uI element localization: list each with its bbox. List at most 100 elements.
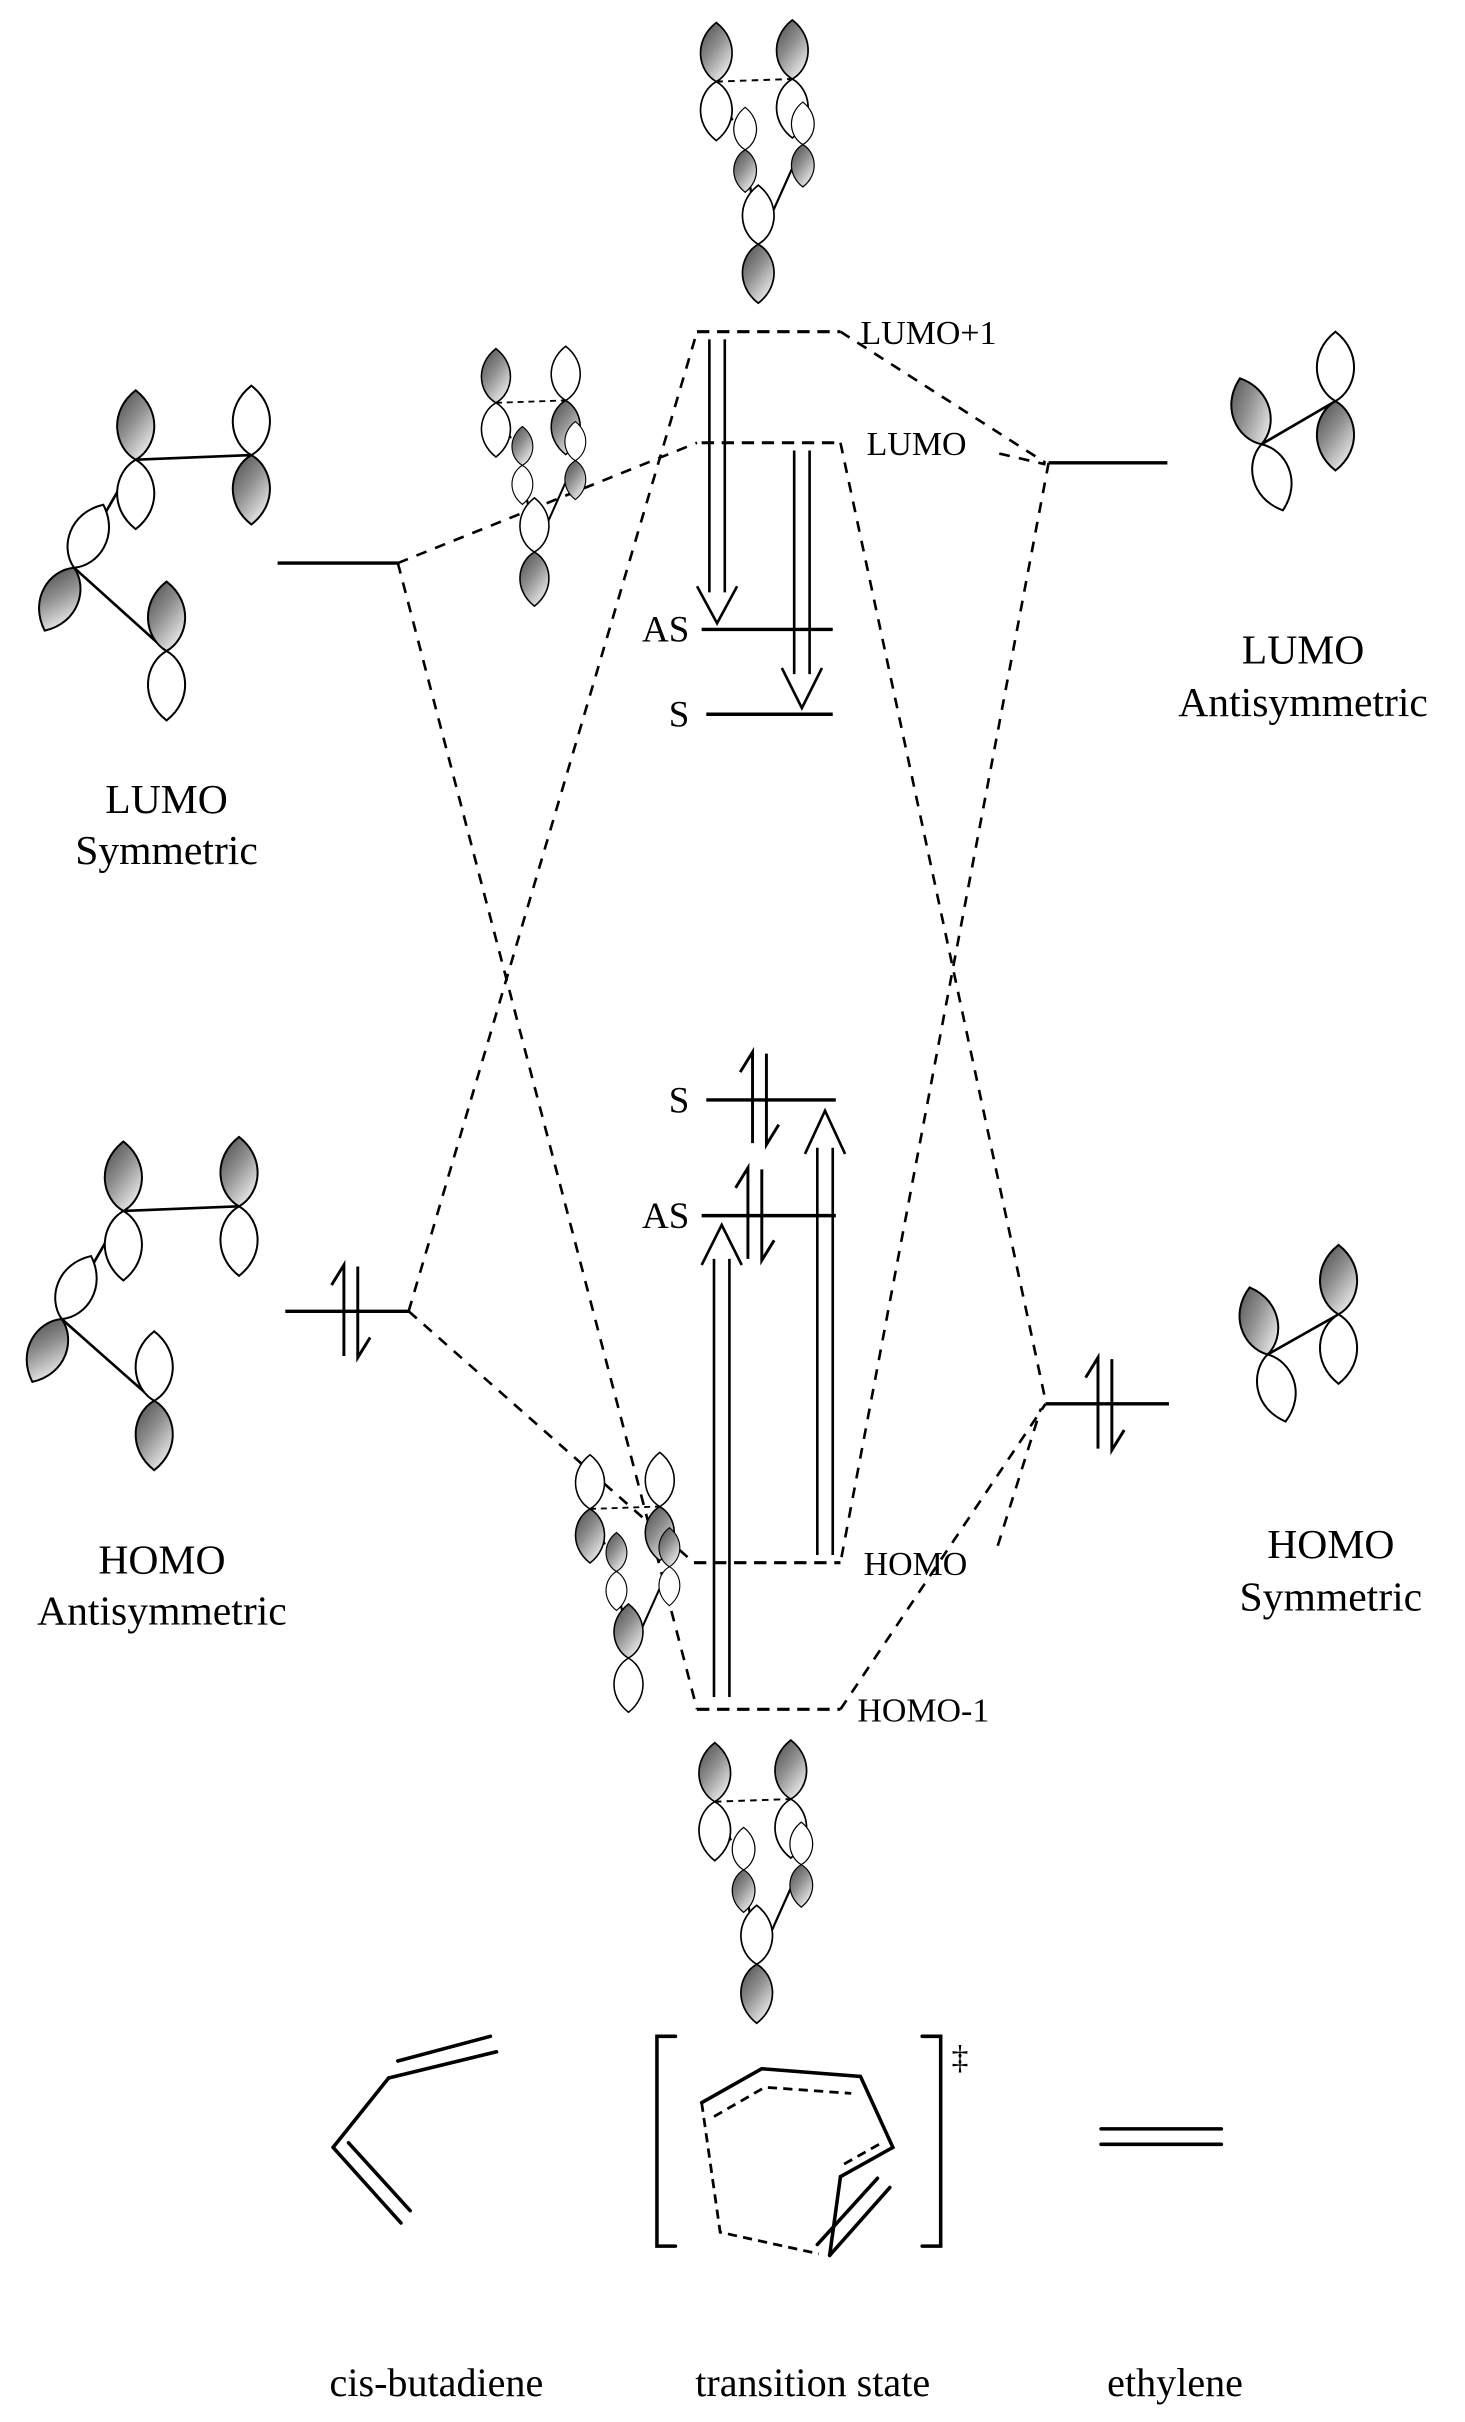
- double-bond: [386, 2049, 499, 2080]
- electron-pairs: [330, 1046, 1126, 1456]
- electron-pair-butadiene-homo: [330, 1259, 372, 1363]
- forming-bond: [589, 1505, 660, 1510]
- ts-orbital-cluster-lower: [574, 1451, 681, 1714]
- sigma-bond: [123, 1205, 240, 1213]
- p-orbital: [1221, 371, 1302, 518]
- sigma-bond: [60, 1318, 156, 1402]
- correlation-line: [839, 442, 1047, 1402]
- p-orbital: [658, 1527, 681, 1607]
- butadiene-lumo-label-line2: Symmetric: [75, 828, 258, 874]
- ts-homo-label: HOMO: [864, 1546, 968, 1583]
- s-lower-label: S: [669, 1080, 690, 1121]
- correlation-line: [407, 331, 699, 1312]
- cis-butadiene-label: cis-butadiene: [330, 2360, 544, 2405]
- p-orbital: [146, 580, 187, 722]
- butadiene-lumo-orbitals: [26, 384, 271, 722]
- butadiene-lumo-label-line1: LUMO: [105, 777, 228, 823]
- p-orbital: [1318, 1243, 1359, 1385]
- ethylene-homo-orbitals: [1230, 1243, 1359, 1428]
- bracket-left-icon: [655, 2034, 678, 2248]
- forming-bond: [495, 399, 566, 404]
- ts-lumo-plus-1-label: LUMO+1: [860, 315, 996, 352]
- as-upper-label: AS: [642, 610, 689, 651]
- electron-pair-s-lower: [738, 1046, 781, 1150]
- sigma-bond: [1266, 1313, 1340, 1356]
- p-orbital: [26, 495, 122, 640]
- ts-homo-minus-1-label: HOMO-1: [857, 1693, 989, 1730]
- ethylene-lumo-label-line1: LUMO: [1242, 627, 1365, 673]
- ethylene-structure: [1099, 2127, 1224, 2147]
- ts-ring-dashed: [713, 2085, 852, 2118]
- cis-butadiene-structure: [331, 2034, 499, 2225]
- p-orbital: [564, 421, 587, 501]
- p-orbital: [134, 1330, 174, 1472]
- forming-bond: [714, 1798, 791, 1803]
- up-arrow-homo1-to-as: [700, 1221, 743, 1697]
- ts-ring-solid: [699, 2066, 896, 2179]
- transition-state-structure: ‡: [655, 2034, 968, 2258]
- ethylene-label: ethylene: [1107, 2360, 1243, 2405]
- ethylene-homo-label-line1: HOMO: [1267, 1522, 1394, 1568]
- ts-ring-dashed: [842, 2143, 880, 2166]
- double-bond: [815, 2176, 880, 2247]
- p-orbital: [789, 1821, 814, 1908]
- down-arrow-lumo1-to-as: [695, 339, 739, 626]
- p-orbital: [698, 1741, 732, 1862]
- single-bond: [331, 2076, 391, 2150]
- p-orbital: [1230, 1281, 1305, 1428]
- p-orbital: [14, 1247, 109, 1391]
- p-orbital: [731, 1826, 756, 1913]
- double-bond: [396, 2034, 493, 2063]
- ts-forming-bond-dashed: [700, 2102, 820, 2256]
- as-lower-label: AS: [642, 1196, 689, 1237]
- p-orbital: [605, 1531, 628, 1612]
- transition-state-label: transition state: [695, 2360, 930, 2405]
- butadiene-homo-label-line2: Antisymmetric: [37, 1588, 287, 1634]
- p-orbital: [790, 101, 815, 188]
- p-orbital: [699, 21, 733, 142]
- p-orbital: [733, 106, 758, 193]
- correlation-arrows: [695, 339, 847, 1697]
- down-arrow-lumo-to-s: [780, 450, 824, 712]
- p-orbital: [740, 1904, 774, 2025]
- forming-bond: [716, 78, 793, 83]
- correlation-line: [839, 462, 1050, 1563]
- energy-levels: [277, 330, 1169, 1711]
- correlation-line: [407, 1310, 695, 1564]
- correlation-line: [839, 330, 1047, 464]
- sigma-bond: [135, 453, 252, 462]
- ts-lumo-label: LUMO: [867, 426, 967, 463]
- single-bond: [827, 2174, 843, 2258]
- correlation-lines: [396, 330, 1050, 1711]
- ethylene-homo-label-line2: Symmetric: [1240, 1575, 1423, 1621]
- double-dagger-symbol: ‡: [951, 2040, 968, 2077]
- electron-pair-ethylene-homo: [1084, 1352, 1126, 1456]
- p-orbital: [741, 184, 775, 305]
- correlation-line: [839, 1403, 1047, 1711]
- up-arrow-homo-to-s: [803, 1107, 847, 1556]
- butadiene-homo-label-line1: HOMO: [98, 1538, 225, 1584]
- correlation-line: [998, 452, 1046, 466]
- ts-orbital-cluster-top: [699, 19, 815, 305]
- double-bond: [346, 2141, 412, 2213]
- p-orbital: [511, 425, 534, 505]
- double-bond: [331, 2145, 403, 2225]
- p-orbital: [613, 1603, 644, 1714]
- p-orbital: [574, 1453, 606, 1564]
- bracket-right-icon: [920, 2034, 943, 2248]
- sigma-bond: [73, 566, 168, 652]
- ts-orbital-cluster-upper: [480, 345, 587, 607]
- p-orbital: [519, 497, 550, 607]
- p-orbital: [1315, 330, 1356, 472]
- sigma-bond: [1260, 399, 1337, 446]
- double-bond: [827, 2185, 892, 2258]
- correlation-line: [396, 562, 699, 1710]
- electron-pair-as-lower: [734, 1162, 776, 1266]
- butadiene-homo-orbitals: [14, 1135, 259, 1472]
- ts-orbital-cluster-bottom: [698, 1739, 814, 2025]
- correlation-line: [996, 1408, 1043, 1547]
- correlation-line: [397, 441, 698, 565]
- ethylene-lumo-label-line2: Antisymmetric: [1178, 680, 1428, 726]
- ethylene-lumo-orbitals: [1221, 330, 1356, 518]
